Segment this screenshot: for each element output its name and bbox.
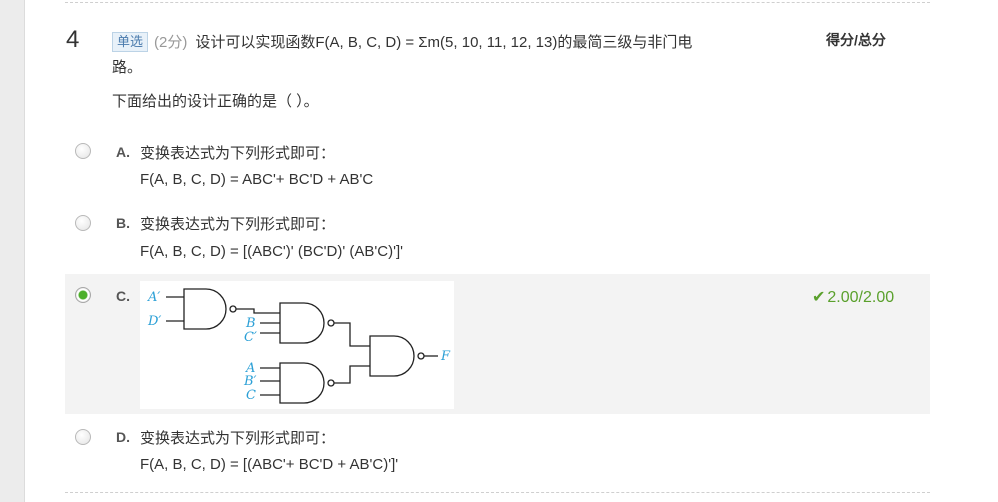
option-a-letter: A.: [116, 144, 130, 160]
option-d-line2: F(A, B, C, D) = [(ABC'+ BC'D + AB'C)']': [140, 456, 399, 473]
option-a-line2: F(A, B, C, D) = ABC'+ BC'D + AB'C: [140, 171, 374, 188]
option-c-score: 2.00/2.00: [827, 289, 895, 306]
nand-gate-3-bubble: [327, 379, 335, 387]
top-divider: [65, 2, 930, 3]
question-text: 单选 (2分) 设计可以实现函数F(A, B, C, D) = Σm(5, 10, …: [112, 30, 792, 80]
circuit-label-f: F: [440, 349, 451, 364]
question-text-line2: 下面给出的设计正确的是（ ）。: [112, 93, 319, 110]
option-d-letter: D.: [116, 429, 130, 445]
option-c-radio[interactable]: [75, 287, 91, 303]
circuit-label-c-prime: C′: [244, 330, 257, 345]
nand-gate-1: [183, 288, 227, 330]
option-c-result: ✔2.00/2.00: [812, 287, 894, 307]
circuit-label-b-prime: B′: [243, 374, 257, 389]
nand-gate-4-bubble: [417, 352, 425, 360]
option-b-line1: 变换表达式为下列形式即可：: [140, 216, 336, 233]
question-text-line1: 设计可以实现函数F(A, B, C, D) = Σm(5, 10, 11, 12…: [195, 34, 693, 51]
option-d-line1: 变换表达式为下列形式即可：: [140, 430, 336, 447]
left-scroll-panel: [0, 0, 25, 502]
circuit-label-d-prime: D′: [147, 314, 161, 329]
bottom-divider: [65, 492, 930, 493]
option-b-line2: F(A, B, C, D) = [(ABC')' (BC'D)' (AB'C)'…: [140, 243, 403, 260]
question-type-badge: 单选: [112, 32, 149, 52]
nand-gate-3: [279, 362, 325, 404]
option-b-radio[interactable]: [75, 215, 91, 231]
nand-gate-4: [369, 335, 415, 377]
nand-circuit-diagram: A′ D′ B C′ A B′ C F: [147, 288, 451, 404]
nand-gate-1-bubble: [229, 305, 237, 313]
question-score: (2分): [154, 34, 188, 51]
circuit-label-a-prime: A′: [147, 290, 160, 305]
circuit-label-b: B: [245, 316, 256, 331]
score-header: 得分/总分: [826, 32, 886, 48]
circuit-label-a: A: [245, 361, 255, 376]
option-b-letter: B.: [116, 215, 130, 231]
circuit-label-c: C: [246, 388, 256, 403]
option-d-radio[interactable]: [75, 429, 91, 445]
nand-gate-2-bubble: [327, 319, 335, 327]
question-text-line1b: 路。: [112, 59, 143, 76]
option-a-line1: 变换表达式为下列形式即可：: [140, 145, 336, 162]
nand-gate-2: [279, 302, 325, 344]
option-c-circuit-image: A′ D′ B C′ A B′ C F: [140, 281, 454, 409]
option-c-letter: C.: [116, 288, 130, 304]
check-icon: ✔: [812, 289, 826, 306]
question-number: 4: [66, 26, 80, 53]
option-a-radio[interactable]: [75, 143, 91, 159]
